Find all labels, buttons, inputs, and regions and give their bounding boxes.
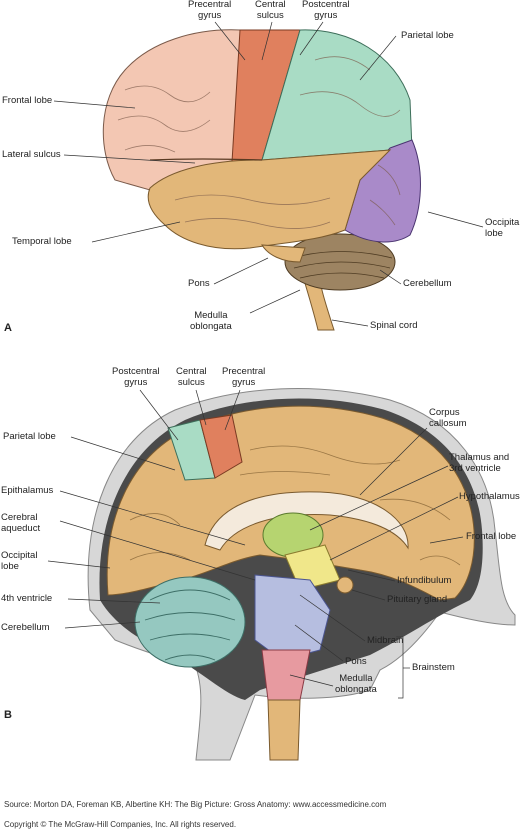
label-precentral-gyrus-b: Precentral gyrus — [222, 366, 266, 388]
label-medulla-oblongata-b: Medulla oblongata — [335, 673, 377, 695]
label-hypothalamus-b: Hypothalamus — [459, 491, 520, 502]
label-thalamus-b: Thalamus and 3rd ventricle — [449, 452, 510, 474]
panel-letter-a: A — [4, 322, 12, 334]
midsagittal-brain — [87, 388, 516, 761]
label-cerebral-aqueduct-b: Cerebral aqueduct — [1, 512, 41, 534]
label-pons-a: Pons — [188, 278, 210, 289]
label-postcentral-gyrus-a: Postcentral gyrus — [302, 0, 350, 21]
pituitary-gland-b — [336, 576, 354, 594]
label-corpus-callosum-b: Corpus callosum — [429, 407, 467, 429]
label-midbrain-b: Midbrain — [367, 635, 404, 646]
label-frontal-lobe-a: Frontal lobe — [2, 95, 53, 106]
leader-lines-a — [53, 21, 484, 327]
label-central-sulcus-b: Central sulcus — [176, 366, 207, 388]
copyright-notice: Copyright © The McGraw-Hill Companies, I… — [4, 820, 237, 829]
label-pituitary-gland-b: Pituitary gland — [387, 594, 448, 605]
label-occipital-lobe-b: Occipital lobe — [1, 550, 38, 572]
label-lateral-sulcus-a: Lateral sulcus — [2, 149, 61, 160]
label-4th-ventricle-b: 4th ventricle — [1, 593, 53, 604]
label-medulla-oblongata-a: Medulla oblongata — [190, 310, 232, 332]
label-temporal-lobe-a: Temporal lobe — [12, 236, 72, 247]
label-frontal-lobe-b: Frontal lobe — [466, 531, 517, 542]
temporal-lobe-a — [147, 149, 392, 250]
label-occipital-lobe-a: Occipital lobe — [485, 217, 520, 239]
label-cerebellum-a: Cerebellum — [403, 278, 452, 289]
label-precentral-gyrus-a: Precentral gyrus — [188, 0, 232, 21]
cerebellum-b — [134, 576, 246, 668]
label-cerebellum-b: Cerebellum — [1, 622, 50, 633]
leader-lines-b — [47, 389, 464, 699]
precentral-gyrus-b — [199, 414, 243, 479]
panel-letter-b: B — [4, 709, 12, 721]
label-pons-b: Pons — [345, 656, 367, 667]
label-infundibulum-b: Infundibulum — [397, 575, 452, 586]
label-brainstem-b: Brainstem — [412, 662, 455, 673]
occipital-lobe-a — [344, 139, 421, 243]
label-central-sulcus-a: Central sulcus — [255, 0, 286, 21]
brainstem-b — [254, 574, 331, 661]
source-credit: Source: Morton DA, Foreman KB, Albertine… — [4, 800, 387, 809]
label-postcentral-gyrus-b: Postcentral gyrus — [112, 366, 160, 388]
label-parietal-lobe-a: Parietal lobe — [401, 30, 454, 41]
pons-a — [261, 244, 306, 263]
lateral-brain — [102, 29, 421, 331]
label-parietal-lobe-b: Parietal lobe — [3, 431, 56, 442]
label-epithalamus-b: Epithalamus — [1, 485, 54, 496]
label-spinal-cord-a: Spinal cord — [370, 320, 418, 331]
